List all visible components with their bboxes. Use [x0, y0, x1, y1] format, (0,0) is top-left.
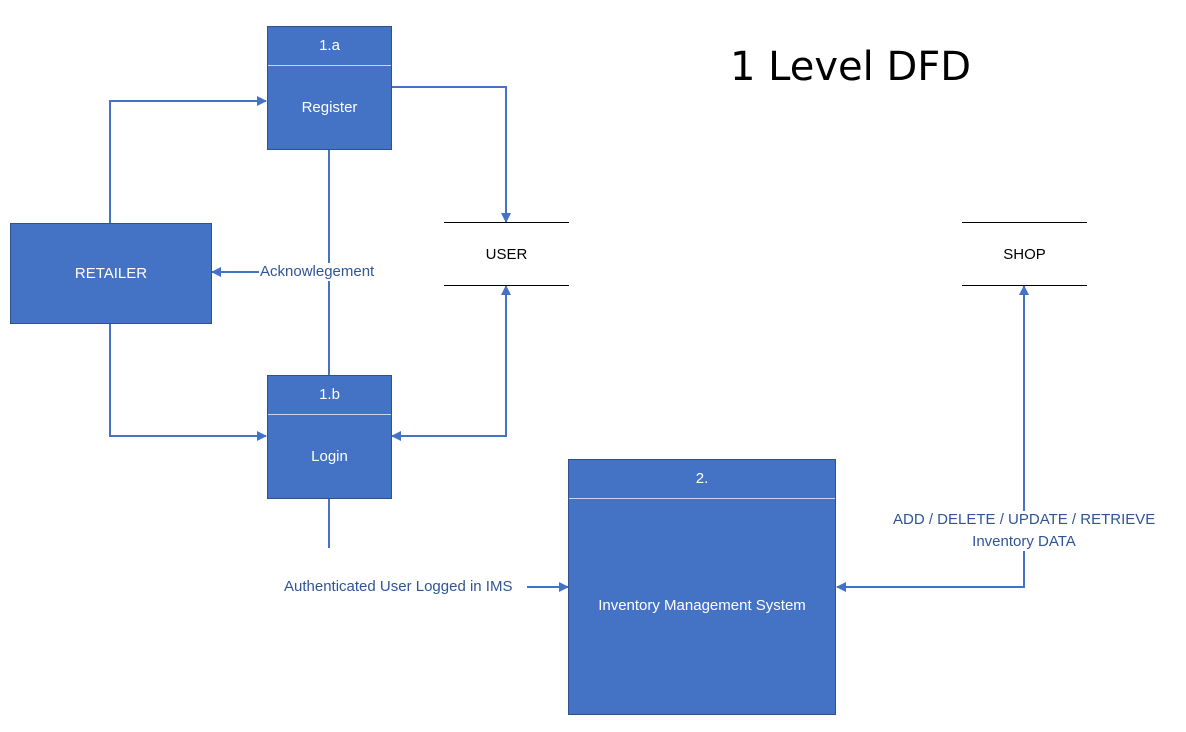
- process-register-name: Register: [301, 99, 358, 116]
- process-register-id: 1.a: [268, 27, 391, 66]
- flow-label-inventory-ops: ADD / DELETE / UPDATE / RETRIEVE Invento…: [893, 511, 1155, 551]
- flow-label-inventory-ops-line1: ADD / DELETE / UPDATE / RETRIEVE: [893, 511, 1156, 528]
- process-ims[interactable]: 2. Inventory Management System: [568, 459, 836, 715]
- process-ims-name: Inventory Management System: [598, 597, 806, 614]
- process-login-name: Login: [311, 448, 348, 465]
- flow-label-inventory-ops-line2: Inventory DATA: [972, 533, 1076, 550]
- diagram-title: 1 Level DFD: [730, 44, 972, 90]
- flow-login-user: [391, 285, 511, 441]
- datastore-user[interactable]: USER: [444, 222, 569, 286]
- flow-label-authenticated: Authenticated User Logged in IMS: [283, 578, 514, 596]
- flow-register-to-user: [391, 86, 511, 223]
- flow-retailer-to-login: [109, 323, 267, 441]
- process-login-id: 1.b: [268, 376, 391, 415]
- flow-ims-shop: [836, 285, 1029, 592]
- entity-retailer[interactable]: RETAILER: [10, 223, 212, 324]
- process-register[interactable]: 1.a Register: [267, 26, 392, 150]
- process-ims-id: 2.: [569, 460, 835, 499]
- flow-label-acknowledgement: Acknowlegement: [259, 263, 376, 281]
- datastore-shop[interactable]: SHOP: [962, 222, 1087, 286]
- process-login[interactable]: 1.b Login: [267, 375, 392, 499]
- flow-retailer-to-register: [109, 96, 267, 224]
